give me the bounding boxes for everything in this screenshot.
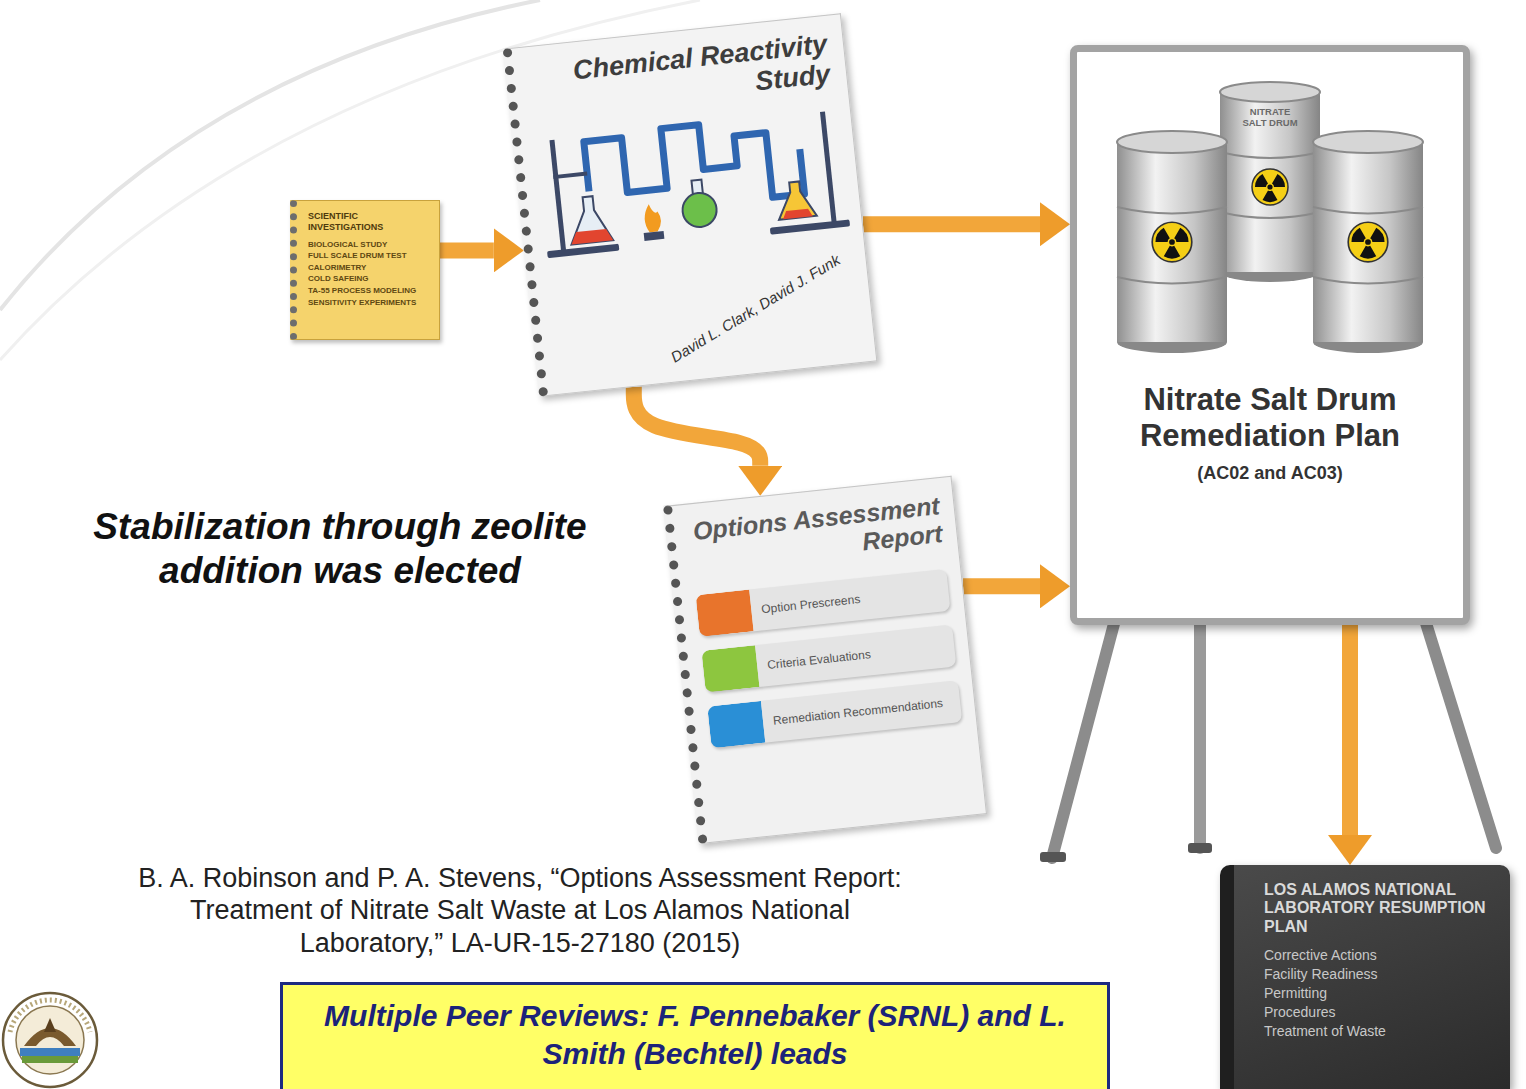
easel-legs bbox=[1040, 620, 1496, 862]
author-line: David L. Clark, David J. Funk bbox=[667, 251, 842, 366]
report-notebook: Chemical Reactivity StudyDavid L. Clark,… bbox=[503, 13, 878, 397]
binder: LOS ALAMOS NATIONAL LABORATORY RESUMPTIO… bbox=[1220, 865, 1510, 1089]
binder-item: Treatment of Waste bbox=[1264, 1022, 1494, 1041]
easel-board: NITRATE SALT DRUM Nitrate Salt Drum Remed… bbox=[1070, 45, 1470, 625]
flow-arrow bbox=[634, 387, 760, 466]
flow-arrow bbox=[863, 216, 1040, 232]
binder-title: LOS ALAMOS NATIONAL LABORATORY RESUMPTIO… bbox=[1264, 881, 1494, 936]
citation: B. A. Robinson and P. A. Stevens, “Optio… bbox=[130, 862, 910, 959]
note-text: Multiple Peer Reviews: F. Pennebaker (SR… bbox=[303, 997, 1087, 1072]
drum-label: NITRATE SALT DRUM bbox=[1240, 107, 1300, 129]
section-tab: Remediation Recommendations bbox=[707, 680, 962, 748]
flow-arrow bbox=[440, 242, 494, 258]
list-item: BIOLOGICAL STUDY bbox=[308, 239, 431, 251]
list-item: SENSITIVITY EXPERIMENTS bbox=[308, 297, 431, 309]
plan-title: Nitrate Salt Drum Remediation Plan bbox=[1093, 382, 1447, 453]
report-title: Chemical Reactivity Study bbox=[529, 30, 832, 120]
section-tab: Criteria Evaluations bbox=[701, 625, 956, 693]
flow-arrow bbox=[1342, 625, 1358, 835]
binder-item: Corrective Actions bbox=[1264, 946, 1494, 965]
plan-subtitle: (AC02 and AC03) bbox=[1093, 463, 1447, 484]
callout-text: Stabilization through zeolite addition w… bbox=[40, 505, 640, 594]
study-notebook: SCIENTIFIC INVESTIGATIONS BIOLOGICAL STUD… bbox=[290, 200, 440, 340]
binder-item: Facility Readiness bbox=[1264, 965, 1494, 984]
binder-item: Procedures bbox=[1264, 1003, 1494, 1022]
binder-item: Permitting bbox=[1264, 984, 1494, 1003]
list-item: CALORIMETRY bbox=[308, 262, 431, 274]
report-notebook: Options Assessment ReportOption Prescree… bbox=[663, 476, 987, 844]
decor-arc bbox=[0, 0, 540, 310]
list-item: FULL SCALE DRUM TEST bbox=[308, 250, 431, 262]
doe-seal bbox=[3, 993, 97, 1087]
report-title: Options Assessment Report bbox=[687, 492, 943, 573]
notebook-title: SCIENTIFIC INVESTIGATIONS bbox=[308, 211, 431, 233]
flow-arrow bbox=[963, 578, 1040, 594]
note-box: Multiple Peer Reviews: F. Pennebaker (SR… bbox=[280, 982, 1110, 1089]
section-tab: Option Prescreens bbox=[696, 569, 951, 637]
list-item: TA-55 PROCESS MODELING bbox=[308, 285, 431, 297]
list-item: COLD SAFEING bbox=[308, 273, 431, 285]
